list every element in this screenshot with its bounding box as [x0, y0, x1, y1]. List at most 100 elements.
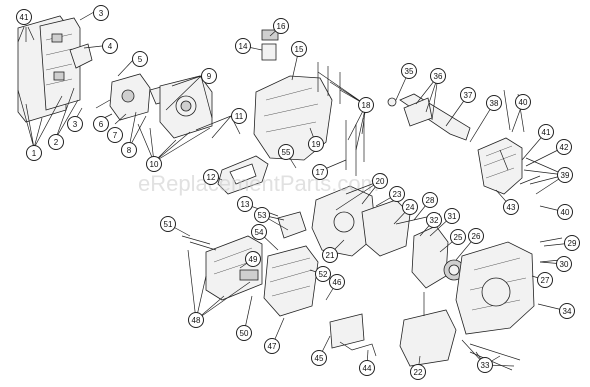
callout-48: 48	[188, 312, 204, 328]
callout-circle	[410, 364, 426, 380]
clutch-drum	[477, 137, 523, 195]
callout-number: 46	[333, 278, 342, 287]
callout-number: 7	[113, 131, 118, 140]
callout-circle	[107, 127, 123, 143]
callout-circle	[254, 207, 270, 223]
callout-circle	[444, 208, 460, 224]
callout-number: 29	[568, 239, 577, 248]
callout-circle	[557, 204, 573, 220]
callout-circle	[537, 272, 553, 288]
callout-circle	[477, 357, 493, 373]
callout-number: 14	[239, 42, 248, 51]
callout-number: 50	[240, 329, 249, 338]
callout-number: 6	[99, 120, 104, 129]
callout-8: 8	[121, 142, 137, 158]
callout-number: 39	[561, 171, 570, 180]
callout-circle	[401, 63, 417, 79]
callout-number: 3	[99, 9, 104, 18]
callout-number: 17	[316, 168, 325, 177]
callout-40: 40	[515, 94, 531, 110]
cylinder	[263, 245, 319, 317]
callout-6: 6	[93, 116, 109, 132]
callout-circle	[132, 51, 148, 67]
callout-circle	[231, 108, 247, 124]
callout-number: 51	[164, 220, 173, 229]
callout-number: 16	[277, 22, 286, 31]
callout-54: 54	[251, 224, 267, 240]
callout-circle	[264, 338, 280, 354]
callout-number: 40	[519, 98, 528, 107]
callout-40: 40	[557, 204, 573, 220]
handle-bracket	[329, 313, 365, 349]
callout-30: 30	[556, 256, 572, 272]
callout-circle	[322, 247, 338, 263]
callout-13: 13	[237, 196, 253, 212]
callout-47: 47	[264, 338, 280, 354]
callout-number: 42	[560, 143, 569, 152]
callout-11: 11	[231, 108, 247, 124]
callout-circle	[48, 134, 64, 150]
callout-18: 18	[358, 97, 374, 113]
callout-circle	[359, 360, 375, 376]
callout-number: 38	[490, 99, 499, 108]
callout-number: 45	[315, 354, 324, 363]
callout-circle	[251, 224, 267, 240]
filter-plate	[39, 17, 81, 111]
callout-37: 37	[460, 87, 476, 103]
callout-45: 45	[311, 350, 327, 366]
callout-circle	[26, 145, 42, 161]
callout-number: 4	[108, 42, 113, 51]
callout-number: 44	[363, 364, 372, 373]
callout-circle	[486, 95, 502, 111]
callout-circle	[556, 256, 572, 272]
callout-53: 53	[254, 207, 270, 223]
callout-number: 40	[561, 208, 570, 217]
callout-number: 34	[563, 307, 572, 316]
callout-circle	[422, 192, 438, 208]
callout-circle	[16, 9, 32, 25]
callout-1: 1	[26, 145, 42, 161]
callout-31: 31	[444, 208, 460, 224]
callout-circle	[538, 124, 554, 140]
engine-base	[399, 309, 457, 367]
callout-15: 15	[291, 41, 307, 57]
flywheel	[411, 225, 449, 289]
callout-27: 27	[537, 272, 553, 288]
callout-circle	[93, 5, 109, 21]
callout-circle	[564, 235, 580, 251]
callout-circle	[450, 229, 466, 245]
callout-circle	[556, 139, 572, 155]
callout-number: 31	[448, 212, 457, 221]
callout-number: 33	[481, 361, 490, 370]
callout-2: 2	[48, 134, 64, 150]
callout-number: 8	[127, 146, 132, 155]
callout-circle	[235, 38, 251, 54]
callout-number: 24	[406, 203, 415, 212]
callout-number: 25	[454, 233, 463, 242]
callout-28: 28	[422, 192, 438, 208]
callout-circle	[460, 87, 476, 103]
callout-19: 19	[308, 136, 324, 152]
callout-circle	[372, 173, 388, 189]
callout-circle	[278, 144, 294, 160]
callout-circle	[67, 116, 83, 132]
callout-number: 26	[472, 232, 481, 241]
callout-number: 23	[393, 190, 402, 199]
callout-34: 34	[559, 303, 575, 319]
callout-49: 49	[245, 251, 261, 267]
callout-35: 35	[401, 63, 417, 79]
callout-5: 5	[132, 51, 148, 67]
callout-3: 3	[93, 5, 109, 21]
callout-number: 20	[376, 177, 385, 186]
callout-41: 41	[16, 9, 32, 25]
callout-number: 10	[150, 160, 159, 169]
callout-circle	[402, 199, 418, 215]
callout-circle	[203, 169, 219, 185]
callout-circle	[188, 312, 204, 328]
callout-51: 51	[160, 216, 176, 232]
callout-33: 33	[477, 357, 493, 373]
callout-number: 15	[295, 45, 304, 54]
callout-circle	[312, 164, 328, 180]
